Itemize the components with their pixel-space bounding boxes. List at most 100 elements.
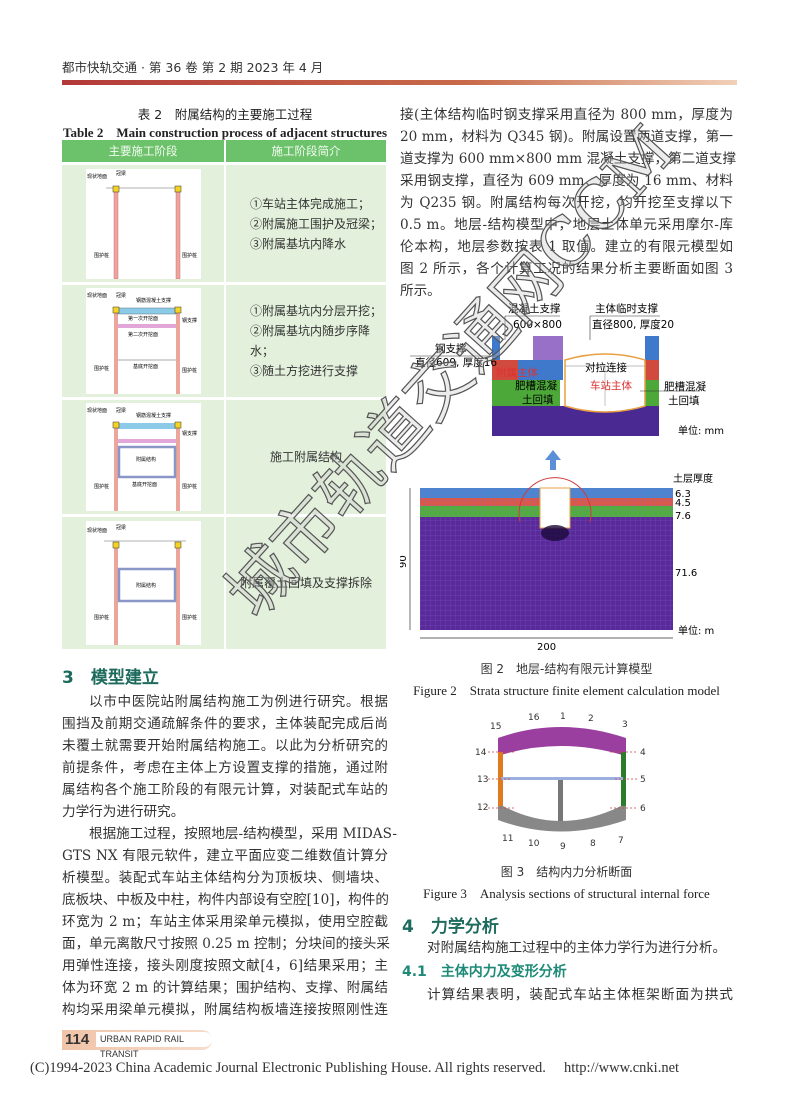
desc-line: ①车站主体完成施工； [250, 196, 371, 211]
stage-description: ①车站主体完成施工； ②附属施工围护及冠梁； ③附属基坑内降水 [225, 162, 388, 284]
text-line: 构均采用梁单元模拟，附属结构板墙连接按照刚性连 [62, 1002, 388, 1018]
text-line: 接(主体结构临时钢支撑采用直径为 800 mm，厚度为 [400, 107, 733, 123]
copyright-line: (C)1994-2023 China Academic Journal Elec… [30, 1060, 680, 1076]
text-line: GTS NX 有限元软件，建立平面应变二维数值计算分 [62, 848, 388, 864]
table-row: 现状地面 冠梁 围护桩 围护桩 ①车站主体完成施工； ②附属施工围护及冠梁； ③… [62, 162, 388, 284]
column-header: 主要施工阶段 [62, 140, 226, 164]
diagram-label: 冠梁 [116, 407, 126, 414]
text-line: 未覆土就需要开始附属结构施工。以此为分析研究的 [62, 738, 388, 754]
diagram-label: 附属主体 [496, 366, 538, 379]
stage-3-diagram: 现状地面 冠梁 钢筋混凝土支撑 钢支撑 附属结构 基底开挖面 围护桩 围护桩 [85, 403, 201, 511]
diagram-label: 单位: m [678, 624, 714, 637]
diagram-label: 钢筋混凝土支撑 [136, 412, 171, 419]
stage-description: ①附属基坑内分层开挖； ②附属基坑内随步序降水； ③随土方挖进行支撑 [225, 282, 388, 399]
table-row: 现状地面 冠梁 钢筋混凝土支撑 钢支撑 附属结构 基底开挖面 围护桩 围护桩 施… [62, 397, 388, 516]
section3-paragraph-3: 接(主体结构临时钢支撑采用直径为 800 mm，厚度为 20 mm，材料为 Q3… [400, 104, 737, 302]
diagram-label: 附属结构 [136, 456, 156, 463]
diagram-label: 土回填 [522, 393, 554, 406]
diagram-label: 围护桩 [182, 252, 197, 259]
diagram-label: 围护桩 [94, 365, 109, 372]
diagram-label: 90 [400, 555, 409, 568]
stage-diagram-cell: 现状地面 冠梁 附属结构 围护桩 围护桩 [62, 514, 226, 649]
running-header: 都市快轨交通 · 第 36 卷 第 2 期 2023 年 4 月 [62, 60, 324, 75]
section-heading-3: 3 模型建立 [62, 668, 159, 688]
table-caption-cn: 表 2 附属结构的主要施工过程 [137, 107, 313, 122]
diagram-label: 现状地面 [87, 527, 107, 534]
stage-2-diagram: 现状地面 冠梁 钢筋混凝土支撑 钢支撑 第一次开挖面 第二次开挖面 基底开挖面 … [85, 288, 201, 394]
figure-3-section-diagram: 1 2 3 4 5 6 7 8 9 10 11 12 13 14 15 16 [475, 712, 646, 852]
table-row: 现状地面 冠梁 附属结构 围护桩 围护桩 附属覆土回填及支撑拆除 [62, 514, 388, 649]
desc-line: 附属覆土回填及支撑拆除 [240, 575, 373, 590]
diagram-label: 钢支撑 [182, 317, 197, 324]
diagram-label: 主体临时支撑 [595, 302, 658, 315]
section3-paragraph-2: 根据施工过程，按照地层-结构模型，采用 MIDAS- GTS NX 有限元软件，… [62, 823, 398, 1021]
section-heading-4: 4 力学分析 [402, 917, 499, 937]
diagram-label: 第一次开挖面 [128, 315, 158, 322]
stage-description: 附属覆土回填及支撑拆除 [225, 514, 388, 649]
diagram-label: 对拉连接 [585, 361, 627, 374]
text-line: 体为环宽 2 m 的计算结果；围护结构、支撑、附属结 [62, 980, 388, 996]
column-header: 施工阶段简介 [225, 140, 388, 164]
figure-2-caption-cn: 图 2 地层-结构有限元计算模型 [480, 662, 653, 676]
diagram-label: 71.6 [675, 568, 697, 579]
desc-line: ③附属基坑内降水 [250, 236, 347, 251]
desc-line: ②附属施工围护及冠梁； [250, 216, 383, 231]
diagram-label: 12 [477, 803, 488, 813]
diagram-label: 基底开挖面 [133, 363, 158, 370]
text-line: 计算结果表明，装配式车站主体框架断面为拱式 [427, 987, 733, 1003]
text-line: 面，单元离散尺寸按照 0.25 m 控制；分块间的接头采 [62, 936, 390, 952]
stage-4-diagram: 现状地面 冠梁 附属结构 围护桩 围护桩 [85, 520, 201, 645]
diagram-label: 基底开挖面 [132, 481, 157, 488]
diagram-label: 冠梁 [116, 170, 126, 177]
diagram-label: 围护桩 [182, 483, 197, 490]
text-line: 图 2 所示，各个计算工况的结果分析主要断面如图 3 [400, 261, 733, 277]
diagram-label: 现状地面 [87, 407, 107, 414]
diagram-label: 附属结构 [136, 582, 156, 589]
diagram-label: 冠梁 [116, 524, 126, 531]
diagram-label: 围护桩 [94, 483, 109, 490]
diagram-label: 钢支撑 [182, 430, 197, 437]
diagram-label: 钢支撑 [435, 342, 467, 355]
diagram-label: 围护桩 [182, 367, 197, 374]
page-number: 114 [65, 1031, 90, 1048]
diagram-label: 7 [618, 836, 624, 846]
diagram-label: 3 [622, 720, 628, 730]
diagram-label: 6.3 [675, 489, 691, 500]
stage-diagram-cell: 现状地面 冠梁 围护桩 围护桩 [62, 162, 226, 284]
text-line: 道支撑为 600 mm×800 mm 混凝土支撑，第二道支撑 [400, 151, 737, 167]
text-line: 根据施工过程，按照地层-结构模型，采用 MIDAS- [89, 826, 398, 842]
diagram-label: 混凝土支撑 [508, 302, 561, 315]
diagram-label: 4 [640, 748, 646, 758]
construction-process-table: 主要施工阶段 施工阶段简介 现状地面 冠梁 围护桩 围护桩 ①车站主体完成施工；… [62, 140, 388, 649]
section4-paragraph-1: 对附属结构施工过程中的主体力学行为进行分析。 [400, 937, 733, 959]
section3-paragraph-1: 以市中医院站附属结构施工为例进行研究。根据 围挡及前期交通疏解条件的要求，主体装… [62, 691, 388, 823]
diagram-label: 围护桩 [182, 614, 197, 621]
figure-3-caption-cn: 图 3 结构内力分析断面 [500, 865, 633, 879]
diagram-label: 肥槽混凝 [664, 381, 706, 393]
section-labels: 1 2 3 4 5 6 7 8 9 10 11 12 13 14 15 16 [475, 712, 646, 852]
diagram-label: 16 [528, 713, 540, 723]
diagram-label: 土回填 [668, 394, 700, 407]
desc-line: 施工附属结构 [270, 450, 343, 464]
figure-3-caption-en: Figure 3 Analysis sections of structural… [423, 886, 710, 901]
diagram-label: 4.5 [675, 498, 691, 509]
text-line: 0.5 m。地层-结构模型中，地层土体单元采用摩尔-库 [400, 217, 733, 233]
diagram-label: 10 [528, 839, 540, 849]
text-line: 用弹性连接，接头刚度按照文献[4，6]结果采用；主 [62, 958, 388, 974]
section4-paragraph-2: 计算结果表明，装配式车站主体框架断面为拱式 [400, 984, 733, 1006]
diagram-label: 6 [640, 804, 646, 814]
diagram-label: 200 [537, 642, 556, 653]
diagram-label: 2 [588, 714, 594, 724]
diagram-label: 7.6 [675, 511, 691, 522]
diagram-label: 5 [640, 775, 646, 785]
diagram-label: 围护桩 [94, 614, 109, 621]
diagram-label: 肥槽混凝 [515, 380, 557, 392]
diagram-label: 9 [560, 842, 566, 852]
diagram-label: 13 [477, 775, 488, 785]
text-line: 对附属结构施工过程中的主体力学行为进行分析。 [427, 940, 727, 956]
diagram-label: 直径800, 厚度20 [592, 318, 674, 331]
text-line: 属结构各个施工阶段的有限元计算，对装配式车站的 [62, 782, 388, 798]
page-badge: 114 URBAN RAPID RAIL TRANSIT [62, 1030, 212, 1059]
diagram-label: 车站主体 [590, 379, 632, 392]
arrow-up-icon [545, 450, 561, 470]
